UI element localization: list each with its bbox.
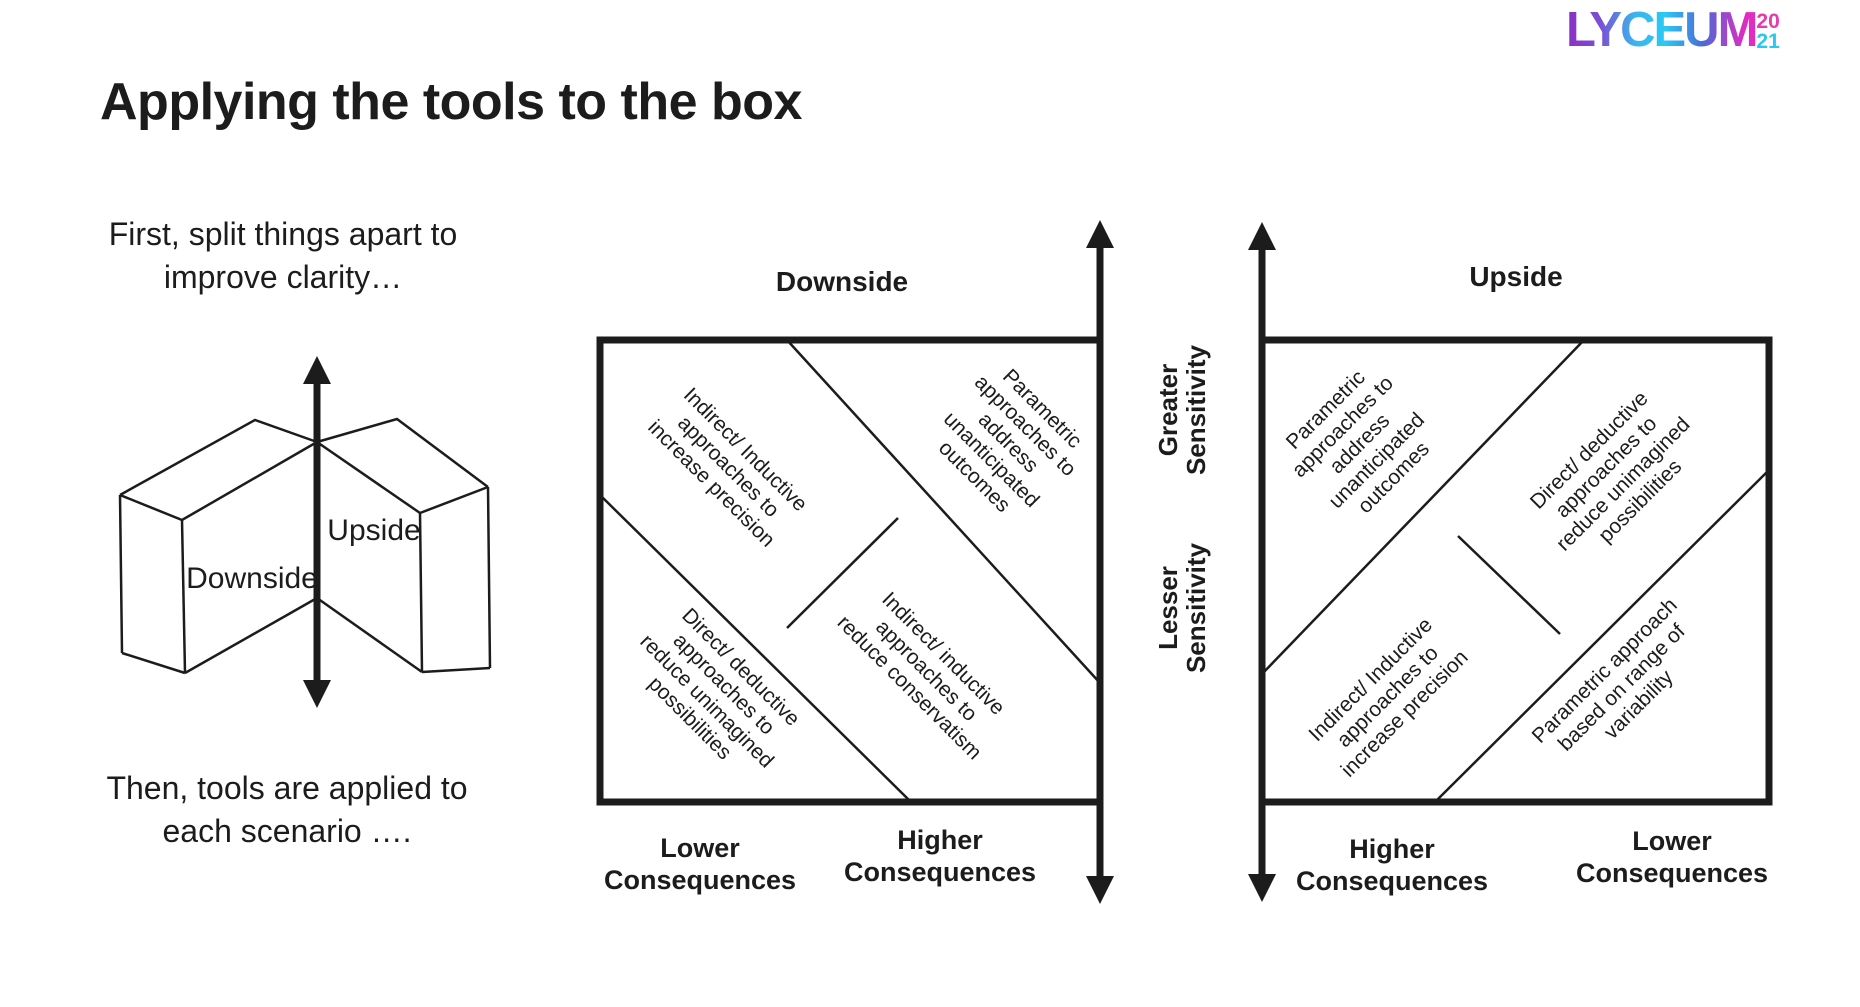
- downside-x-axis-lower: Lower Consequences: [603, 833, 797, 895]
- downside-x-axis-higher: Higher Consequences: [843, 825, 1037, 887]
- split-box-figure: [118, 417, 492, 675]
- sensitivity-arrow-left: [1086, 220, 1114, 904]
- outro-note: Then, tools are applied to each scenario…: [106, 769, 468, 849]
- lesser-sensitivity-label: Lesser Sensitivity: [1152, 542, 1211, 674]
- logo-years: 20 21: [1756, 10, 1780, 53]
- intro-note: First, split things apart to improve cla…: [108, 215, 458, 295]
- greater-sensitivity-label: Greater Sensitivity: [1152, 344, 1211, 476]
- split-figure-downside-label: Downside: [186, 562, 318, 595]
- downside-matrix-header: Downside: [775, 266, 909, 297]
- upside-x-axis-higher: Higher Consequences: [1295, 834, 1489, 896]
- logo-brand-text: LYCEUM: [1566, 3, 1758, 57]
- logo-year-bottom: 21: [1756, 29, 1780, 53]
- upside-x-axis-lower: Lower Consequences: [1575, 826, 1769, 888]
- sensitivity-arrow-right: [1248, 222, 1276, 902]
- lyceum-logo: LYCEUM 20 21: [1566, 6, 1780, 55]
- upside-matrix-header: Upside: [1469, 261, 1563, 292]
- page-title: Applying the tools to the box: [100, 73, 802, 131]
- split-axis-arrow: [303, 356, 331, 708]
- logo-year-top: 20: [1756, 10, 1780, 33]
- split-figure-upside-label: Upside: [327, 514, 421, 547]
